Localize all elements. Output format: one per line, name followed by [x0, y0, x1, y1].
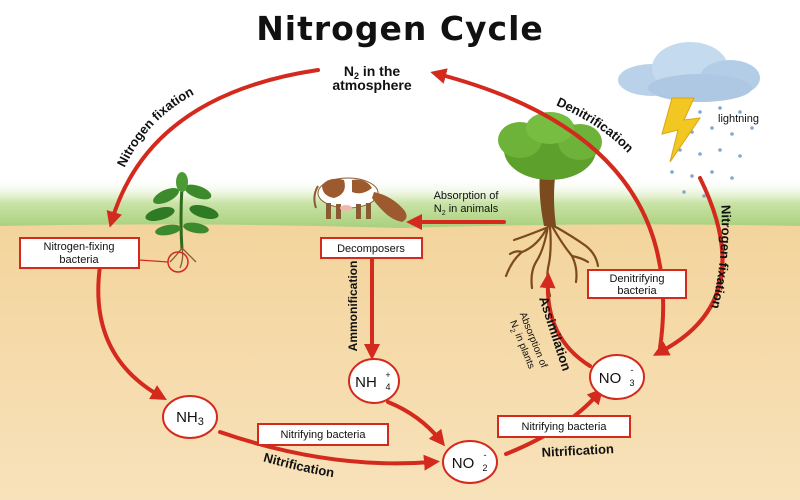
nh3-node: NH3 — [162, 395, 218, 439]
arrow-atmosphere-to-fixing-bacteria — [106, 68, 320, 228]
svg-text:NO: NO — [599, 370, 622, 387]
atmosphere-label: N2 in the — [344, 63, 401, 81]
svg-text:Nitrifying bacteria: Nitrifying bacteria — [522, 421, 608, 433]
svg-text:Nitrifying bacteria: Nitrifying bacteria — [281, 429, 367, 441]
nitrogen-fixing-bacteria-box: Nitrogen-fixing bacteria — [19, 237, 140, 269]
svg-text:Decomposers: Decomposers — [337, 243, 405, 255]
nitrifying-bacteria-right-box: Nitrifying bacteria — [497, 415, 631, 438]
arrow-lightning-fixation-to-no3 — [652, 176, 725, 356]
arrow-no3-to-tree — [539, 272, 592, 368]
svg-text:4: 4 — [385, 382, 390, 392]
no3-node: NO - 3 — [589, 354, 645, 400]
svg-text:NH: NH — [355, 374, 377, 391]
root-nodule-connector — [138, 259, 169, 263]
denitrifying-bacteria-box: Denitrifying bacteria — [587, 269, 687, 299]
decomposers-box: Decomposers — [320, 237, 423, 259]
cow-icon — [313, 177, 407, 222]
svg-text:2: 2 — [482, 463, 487, 473]
arrow-fixing-bacteria-to-nh3 — [96, 264, 167, 400]
ammonification-label: Ammonification — [346, 261, 360, 352]
absorption-animals-label-line2: N2 in animals — [434, 203, 499, 217]
svg-text:Denitrifying: Denitrifying — [609, 273, 664, 285]
plant-icon — [145, 172, 219, 251]
cloud-icon — [618, 42, 760, 102]
nh4-node: NH + 4 — [348, 358, 400, 404]
lightning-label: lightning — [718, 113, 759, 125]
svg-text:NO: NO — [452, 455, 475, 472]
arrow-nh4-to-no2 — [386, 400, 445, 447]
absorption-animals-label: Absorption of — [434, 190, 500, 202]
nitrification-right-label: Nitrification — [541, 441, 614, 460]
svg-text:NH3: NH3 — [176, 409, 204, 428]
svg-text:-: - — [631, 365, 634, 375]
no2-node: NO - 2 — [442, 440, 498, 484]
svg-text:3: 3 — [629, 378, 634, 388]
svg-text:+: + — [385, 370, 390, 380]
svg-text:-: - — [484, 450, 487, 460]
atmosphere-label-line2: atmosphere — [332, 77, 412, 93]
arrow-nh3-to-no2 — [218, 430, 440, 471]
svg-text:Nitrogen-fixing: Nitrogen-fixing — [44, 241, 115, 253]
diagram-title: Nitrogen Cycle — [256, 9, 544, 48]
svg-text:bacteria: bacteria — [59, 254, 99, 266]
nitrifying-bacteria-left-box: Nitrifying bacteria — [257, 423, 389, 446]
svg-text:bacteria: bacteria — [617, 285, 657, 297]
lightning-bolt-icon — [661, 97, 702, 163]
plant-roots-icon — [169, 247, 197, 269]
